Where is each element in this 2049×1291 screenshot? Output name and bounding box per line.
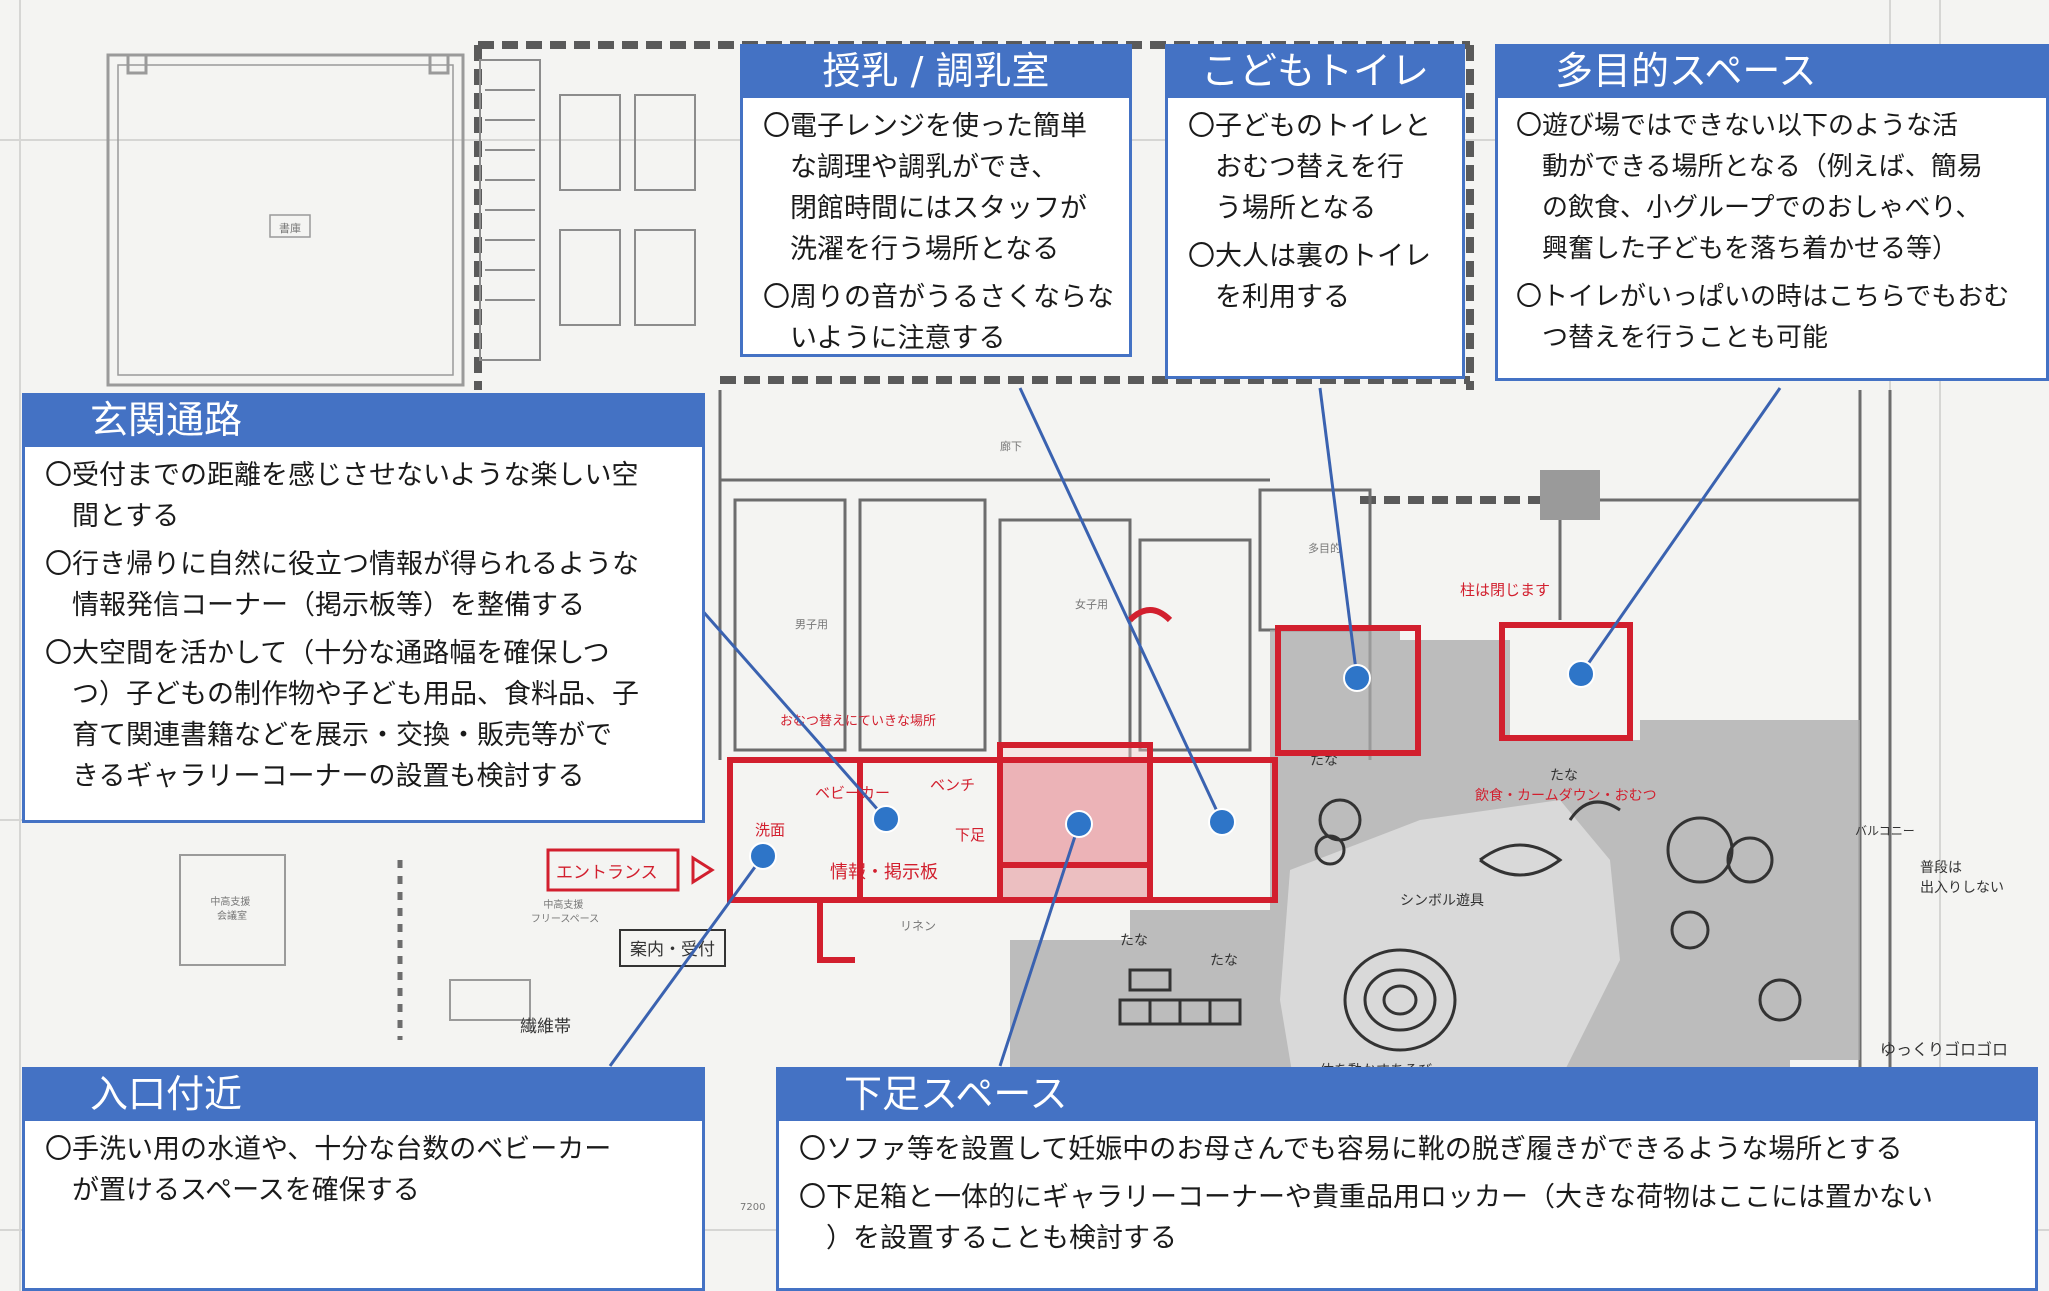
plan-label-relax: ゆっくりゴロゴロ xyxy=(1880,1040,2008,1059)
plan-label-free-space: 中高支援 フリースペース xyxy=(531,898,599,925)
play-equipment xyxy=(1118,798,1802,1052)
dot-genkan xyxy=(872,805,900,833)
callout-title: 入口付近 xyxy=(90,1072,243,1116)
dot-iriguchi xyxy=(749,842,777,870)
plan-label-step-note: 普段は 出入りしない xyxy=(1920,860,2004,896)
callout-header: 多目的スペース xyxy=(1495,44,2049,98)
callout-point: 〇受付までの距離を感じさせないような楽しい空 間とする xyxy=(45,460,639,532)
plan-label-staff-room: 男子用 xyxy=(795,618,828,631)
step-note-line-1: 普段は xyxy=(1920,860,1962,876)
callout-tamokuteki: 多目的スペース 〇遊び場ではできない以下のような活 動ができる場所となる（例えば… xyxy=(1495,44,2049,381)
plan-label-shoes: 下足 xyxy=(955,826,985,844)
plan-small-labels: 廊下 男子用 女子用 多目的 xyxy=(795,439,1341,631)
callout-header: 下足スペース xyxy=(776,1067,2038,1121)
plan-label-diaper-note: おむつ替えにていきな場所 xyxy=(780,714,936,729)
plan-label-info-board: 情報・掲示板 xyxy=(830,862,938,883)
callout-body: 〇受付までの距離を感じさせないような楽しい空 間とする 〇行き帰りに自然に役立つ… xyxy=(22,447,705,823)
callout-kodomo-toilet: こどもトイレ 〇子どものトイレと おむつ替えを行 う場所となる 〇大人は裏のトイ… xyxy=(1165,44,1465,379)
callout-point: 〇下足箱と一体的にギャラリーコーナーや貴重品用ロッカー（大きな荷物はここには置か… xyxy=(799,1182,1933,1254)
plan-label-dim: 7200 xyxy=(740,1202,765,1213)
plan-label-reception: 案内・受付 xyxy=(630,940,715,960)
plan-label-warehouse: 書庫 xyxy=(279,221,301,235)
leader-lines xyxy=(608,387,1782,1067)
leader-genkan xyxy=(698,607,888,820)
plan-label-wash: 洗面 xyxy=(755,821,785,839)
callout-point: 〇電子レンジを使った簡単 な調理や調乳ができ、 閉館時間にはスタッフが 洗濯を行… xyxy=(763,111,1087,265)
plan-label-bench: ベンチ xyxy=(930,776,975,794)
plan-label-shelf-3: たな xyxy=(1120,933,1148,949)
callout-body: 〇遊び場ではできない以下のような活 動ができる場所となる（例えば、簡易 の飲食、… xyxy=(1495,98,2049,381)
callout-point: 〇周りの音がうるさくならな いように注意する xyxy=(763,282,1114,354)
plan-label-stroller: ベビーカー xyxy=(815,784,890,802)
step-note-line-2: 出入りしない xyxy=(1920,880,2004,896)
leader-shitaashi xyxy=(998,823,1081,1067)
callout-point: 〇手洗い用の水道や、十分な台数のベビーカー が置けるスペースを確保する xyxy=(45,1134,612,1206)
plan-label-shelf-1: たな xyxy=(1310,753,1338,769)
callout-point: 〇子どものトイレと おむつ替えを行 う場所となる xyxy=(1188,111,1431,224)
leader-kodomo-toilet xyxy=(1318,387,1359,679)
free-space-line-1: 中高支援 xyxy=(543,898,583,911)
callout-genkan: 玄関通路 〇受付までの距離を感じさせないような楽しい空 間とする 〇行き帰りに自… xyxy=(22,393,705,823)
callout-point: 〇遊び場ではできない以下のような活 動ができる場所となる（例えば、簡易 の飲食、… xyxy=(1516,111,1983,264)
dot-tamokuteki xyxy=(1567,660,1595,688)
plan-label-meeting-room: 中高支援 会議室 xyxy=(210,895,253,922)
dot-kodomo-toilet xyxy=(1343,664,1371,692)
plan-label-symbol-play: シンボル遊具 xyxy=(1400,893,1484,909)
plan-label-shelf-4: たな xyxy=(1210,953,1238,969)
callout-point: 〇ソファ等を設置して妊娠中のお母さんでも容易に靴の脱ぎ履きができるような場所とす… xyxy=(799,1134,1903,1165)
callout-jyunyu: 授乳 / 調乳室 〇電子レンジを使った簡単 な調理や調乳ができ、 閉館時間にはス… xyxy=(740,44,1132,357)
callout-point: 〇トイレがいっぱいの時はこちらでもおむ つ替えを行うことも可能 xyxy=(1516,282,2010,353)
leader-jyunyu xyxy=(1018,387,1224,823)
callout-title: 下足スペース xyxy=(844,1072,1068,1116)
meeting-room-line-1: 中高支援 xyxy=(210,895,250,908)
plan-label-linen: リネン xyxy=(900,919,936,933)
warehouse-room xyxy=(106,53,465,387)
plan-label-balcony: バルコニー xyxy=(1855,824,1915,838)
callout-body: 〇子どものトイレと おむつ替えを行 う場所となる 〇大人は裏のトイレ を利用する xyxy=(1165,98,1465,379)
callout-point: 〇大人は裏のトイレ を利用する xyxy=(1188,241,1431,313)
dot-shitaashi xyxy=(1065,810,1093,838)
meeting-room-line-2: 会議室 xyxy=(217,909,247,922)
plan-label-entrance: エントランス xyxy=(556,863,658,883)
leader-iriguchi xyxy=(608,855,765,1067)
plan-label-women-room: 女子用 xyxy=(1075,597,1108,611)
stair-and-desks xyxy=(479,59,696,361)
free-space-line-2: フリースペース xyxy=(531,914,599,925)
callout-point: 〇行き帰りに自然に役立つ情報が得られるような 情報発信コーナー（掲示板等）を整備… xyxy=(45,549,639,621)
callout-header: 授乳 / 調乳室 xyxy=(740,44,1132,98)
callout-point: 〇大空間を活かして（十分な通路幅を確保しつ つ）子どもの制作物や子ども用品、食料… xyxy=(45,638,639,792)
red-highlights xyxy=(727,607,1633,963)
callout-shitaashi: 下足スペース 〇ソファ等を設置して妊娠中のお母さんでも容易に靴の脱ぎ履きができる… xyxy=(776,1067,2038,1291)
callout-title: 多目的スペース xyxy=(1555,49,1817,93)
callout-body: 〇電子レンジを使った簡単 な調理や調乳ができ、 閉館時間にはスタッフが 洗濯を行… xyxy=(740,98,1132,357)
dot-jyunyu xyxy=(1208,808,1236,836)
plan-label-shelf-2: たな xyxy=(1550,768,1578,784)
leader-dots xyxy=(749,660,1595,870)
callout-body: 〇手洗い用の水道や、十分な台数のベビーカー が置けるスペースを確保する xyxy=(22,1121,705,1291)
reception-box xyxy=(619,929,726,967)
callout-iriguchi: 入口付近 〇手洗い用の水道や、十分な台数のベビーカー が置けるスペースを確保する xyxy=(22,1067,705,1291)
callout-header: 入口付近 xyxy=(22,1067,705,1121)
entrance-box xyxy=(546,848,680,892)
entrance-arrow xyxy=(691,855,715,885)
leader-tamokuteki xyxy=(1579,387,1782,675)
callout-title: こどもトイレ xyxy=(1200,49,1429,93)
plan-label-multi-toilet: 多目的 xyxy=(1308,541,1341,555)
callout-header: こどもトイレ xyxy=(1165,44,1465,98)
light-play-zone xyxy=(1280,800,1620,1140)
callout-body: 〇ソファ等を設置して妊娠中のお母さんでも容易に靴の脱ぎ履きができるような場所とす… xyxy=(776,1121,2038,1291)
plan-label-fiber-belt: 繊維帯 xyxy=(520,1017,571,1037)
callout-title: 授乳 / 調乳室 xyxy=(822,49,1050,93)
callout-header: 玄関通路 xyxy=(22,393,705,447)
callout-title: 玄関通路 xyxy=(90,398,243,442)
plan-label-food-note: 飲食・カームダウン・おむつ xyxy=(1475,787,1657,804)
left-lower-rooms xyxy=(179,854,531,1040)
plan-label-corridor: 廊下 xyxy=(1000,439,1022,453)
red-annotations: 柱は閉じます おむつ替えにていきな場所 ベビーカー ベンチ 洗面 下足 情報・掲… xyxy=(755,581,1657,883)
plan-label-pole-note: 柱は閉じます xyxy=(1460,581,1550,599)
